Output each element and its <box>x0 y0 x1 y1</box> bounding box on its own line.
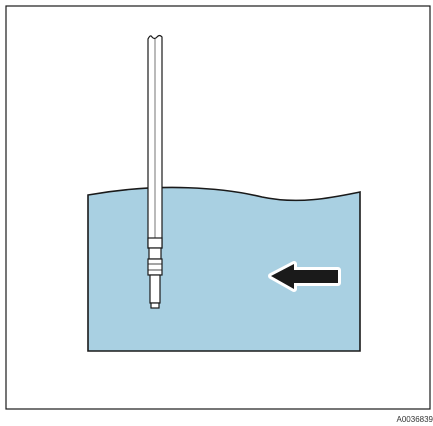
figure-reference-code: A0036839 <box>396 415 433 424</box>
probe-collar <box>147 237 163 249</box>
probe-neck <box>148 247 162 260</box>
probe <box>147 34 163 309</box>
probe-connector <box>147 258 163 276</box>
probe-sensor <box>149 274 161 304</box>
probe-tip <box>150 302 160 309</box>
arrow-left-icon <box>268 261 341 292</box>
arrow-body <box>271 264 338 289</box>
